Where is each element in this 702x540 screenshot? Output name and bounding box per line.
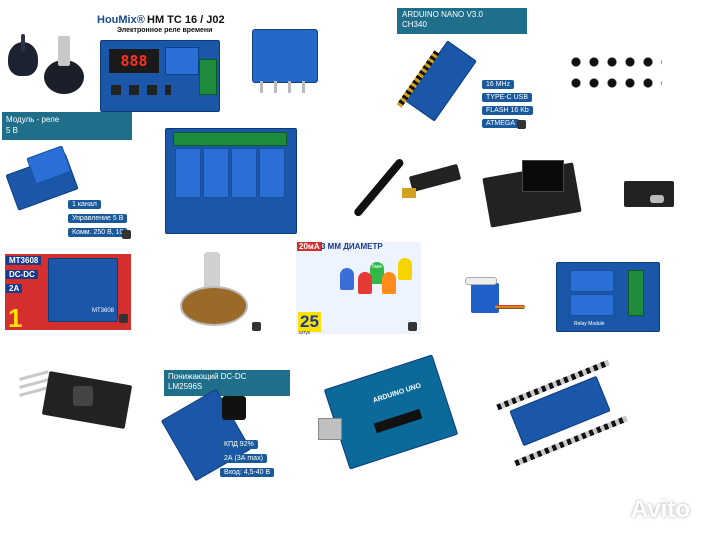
four-relay-module-image <box>165 128 297 234</box>
lm2596-card <box>164 370 290 396</box>
nano-spec-3: FLASH 16 Kb <box>482 106 533 115</box>
nano-spec-1: 16 MHz <box>482 80 515 89</box>
servo-horn <box>465 277 497 285</box>
relay-qr-icon <box>122 230 131 239</box>
seven-segment-display: 888 <box>109 49 159 73</box>
nrf24-board <box>624 181 674 207</box>
nano-qr-icon <box>517 120 526 129</box>
nano-title-line1: ARDUINO NANO V3.0 <box>402 10 483 19</box>
timer-board: 888 <box>100 40 220 112</box>
pro-micro-board <box>509 375 611 447</box>
relay-title-line1: Модуль - реле <box>6 115 60 124</box>
four-relay-cube-1 <box>175 148 201 198</box>
relay-spec-1: 1 канал <box>68 200 101 209</box>
arduino-nano-image <box>396 36 485 122</box>
mt3608-title: MT3608 <box>6 256 42 265</box>
uno-board <box>323 354 459 470</box>
mt3608-qr-icon <box>119 314 128 323</box>
switch-button <box>73 386 93 406</box>
sma-connector <box>402 188 416 198</box>
antenna-rod <box>352 157 406 218</box>
nano-spec-2: TYPE-C USB <box>482 93 533 102</box>
led-blue <box>340 268 354 290</box>
four-relay-cube-3 <box>231 148 257 198</box>
tact-buttons-image <box>570 56 665 101</box>
arduino-uno-image: ARDUINO UNO <box>314 354 469 472</box>
encoder-shaft <box>58 36 70 66</box>
nrf-antenna-module-image <box>338 150 466 232</box>
timer-terminal <box>199 59 217 95</box>
hm-brand: HouMix® <box>97 14 145 26</box>
hm-model: HM TC 16 / J02 <box>147 14 225 26</box>
relay-module-card <box>2 112 132 140</box>
nano-card <box>397 8 527 34</box>
timer-relay-cube <box>165 47 199 75</box>
lm2596-spec-1: КПД 92% <box>220 440 258 449</box>
hm-timer-relay-image: HouMix® HM TC 16 / J02 Электронное реле … <box>95 14 225 114</box>
led-diameter: 3 ММ ДИАМЕТР <box>321 242 383 251</box>
socket-header <box>522 160 564 192</box>
relay-spec-2: Управление 5 В <box>68 214 128 223</box>
led-count-unit: штук <box>299 330 311 336</box>
pro-micro-image <box>483 358 633 468</box>
four-relay-cube-2 <box>203 148 229 198</box>
relay-cube-body <box>252 29 318 83</box>
timer-buttons <box>111 85 171 95</box>
nano-title-line2: CH340 <box>402 20 427 29</box>
lm2596-spec-2: 2А (3А max) <box>220 454 267 463</box>
linear-potentiometer-image <box>160 248 265 333</box>
servo-wire <box>495 305 525 309</box>
dual-relay-module-image <box>556 262 660 332</box>
pot-qr-icon <box>252 322 261 331</box>
relay-spec-3: Комм. 250 В, 10 <box>68 228 128 237</box>
dual-relay-terminals <box>628 270 644 316</box>
led-orange <box>382 272 396 294</box>
mt3608-line2: DC-DC <box>6 270 38 279</box>
servo-image <box>455 275 530 330</box>
tact-buttons-grid <box>570 56 662 98</box>
led-green <box>370 262 384 284</box>
knob-potentiometer-image <box>8 30 88 102</box>
dual-relay-cube-1 <box>570 270 614 292</box>
relay-cube-pins <box>260 81 308 93</box>
led-size-label: 5мм <box>372 264 382 270</box>
lm2596-inductor <box>222 396 246 420</box>
lm2596-title-line1: Понижающий DC-DC <box>168 372 247 381</box>
nrf24-small-module-image <box>620 175 676 215</box>
knob-pointer <box>21 34 25 52</box>
hm-subtitle: Электронное реле времени <box>117 27 213 34</box>
pot-body <box>180 286 248 326</box>
four-relay-terminals <box>173 132 287 146</box>
nrf24-crystal <box>650 195 664 203</box>
led-count: 25 <box>298 312 321 332</box>
mt3608-line3: 2A <box>6 284 23 293</box>
servo-body <box>471 283 499 313</box>
led-current: 20мА <box>297 242 322 251</box>
dual-relay-cube-2 <box>570 294 614 316</box>
tact-switch-module-image <box>15 364 133 430</box>
pot-shaft <box>204 252 220 292</box>
mt3608-chip-label: MT3608 <box>92 308 115 314</box>
four-relay-cube-4 <box>259 148 285 198</box>
uno-usb-port <box>318 418 342 440</box>
led-yellow <box>398 258 412 280</box>
nano-spec-4: ATMEGA <box>482 119 520 128</box>
led-qr-icon <box>408 322 417 331</box>
relay-title-line2: 5 В <box>6 126 19 135</box>
lm2596-spec-3: Вход: 4,5-40 В <box>220 468 275 477</box>
single-relay-cube-image <box>248 25 323 95</box>
lm2596-title-line2: LM2596S <box>168 382 203 391</box>
mt3608-big-number: 1 <box>8 303 23 333</box>
nrf-socket-adapter-image <box>482 150 590 242</box>
avito-watermark: Avito <box>630 496 690 523</box>
led-red <box>358 272 372 294</box>
mt3608-board <box>48 258 118 322</box>
relay-module-label: Relay Module <box>574 321 605 327</box>
nrf-board <box>408 163 462 193</box>
